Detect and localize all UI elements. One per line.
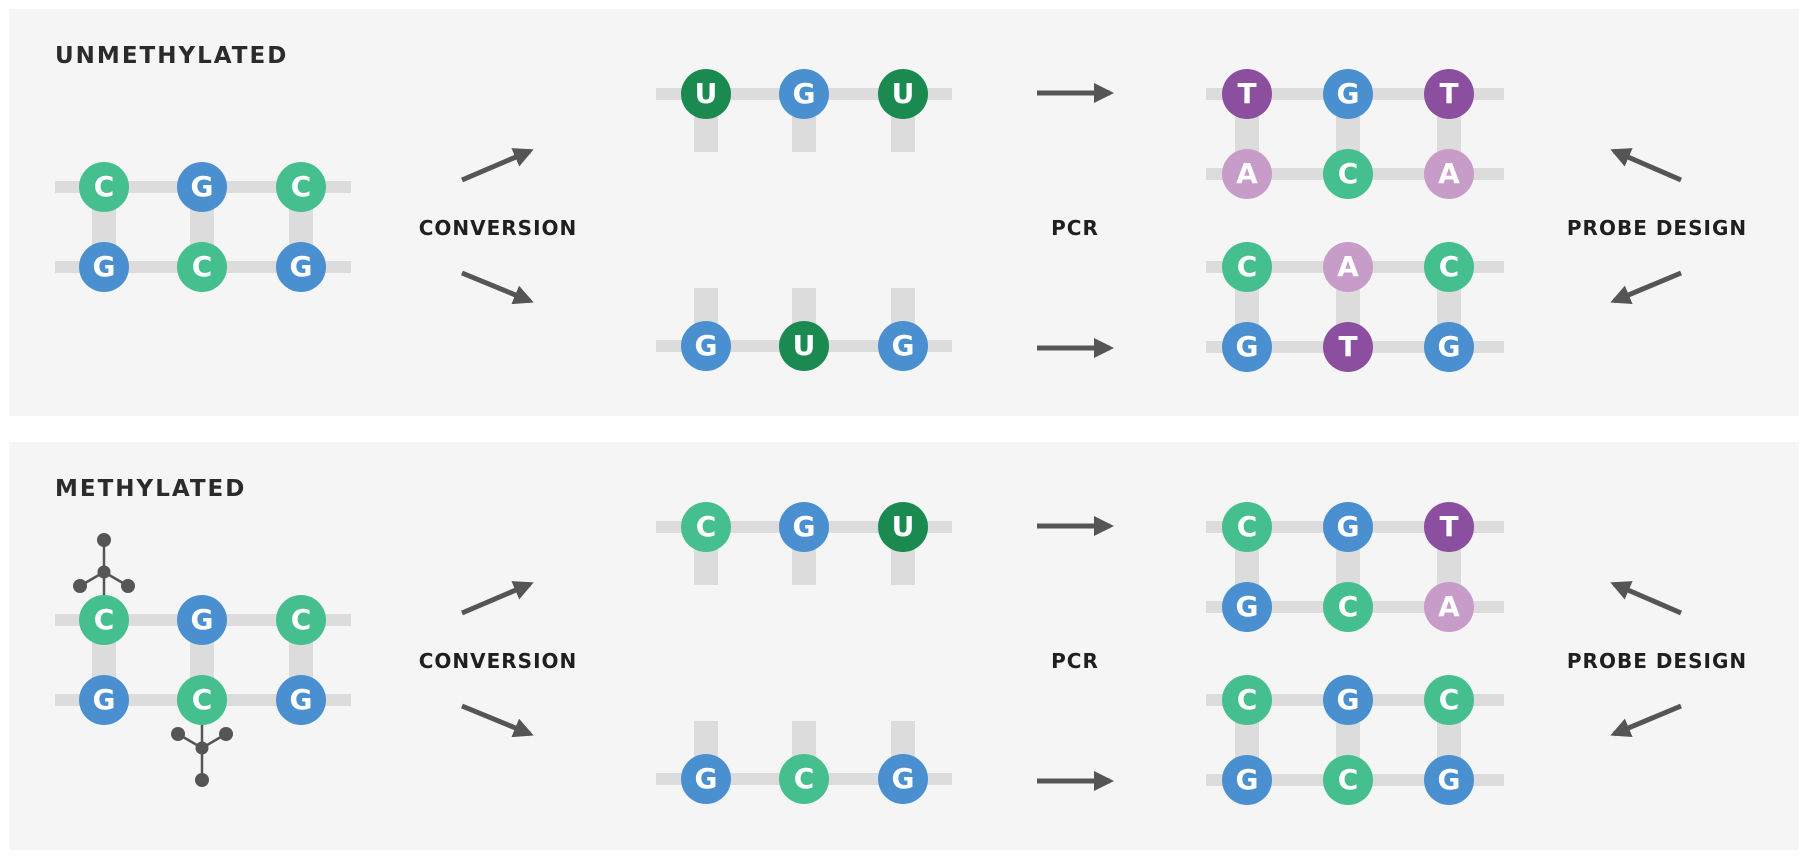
base-c-node: C: [177, 675, 227, 725]
base-c-node: C: [1222, 242, 1272, 292]
base-g-node: G: [177, 162, 227, 212]
base-g-node: G: [878, 321, 928, 371]
base-g-node: G: [1323, 502, 1373, 552]
base-u-node: U: [681, 69, 731, 119]
base-c-node: C: [276, 595, 326, 645]
base-c-node: C: [1222, 675, 1272, 725]
base-a-node: A: [1222, 149, 1272, 199]
base-g-node: G: [1424, 322, 1474, 372]
methyl-group-icon: [171, 725, 233, 787]
base-g-node: G: [1424, 755, 1474, 805]
base-g-node: G: [79, 675, 129, 725]
base-g-node: G: [681, 321, 731, 371]
base-g-node: G: [878, 754, 928, 804]
arrow: [461, 270, 534, 305]
base-g-node: G: [79, 242, 129, 292]
arrow: [461, 703, 534, 738]
panel-title: METHYLATED: [55, 476, 247, 502]
base-c-node: C: [1424, 242, 1474, 292]
base-g-node: G: [1222, 755, 1272, 805]
base-g-node: G: [1222, 322, 1272, 372]
probe-design-label: PROBE DESIGN: [1566, 649, 1748, 673]
base-c-node: C: [681, 502, 731, 552]
base-g-node: G: [276, 242, 326, 292]
base-c-node: C: [779, 754, 829, 804]
base-g-node: G: [177, 595, 227, 645]
base-c-node: C: [276, 162, 326, 212]
arrow: [1610, 581, 1682, 616]
base-c-node: C: [1323, 755, 1373, 805]
base-c-node: C: [177, 242, 227, 292]
probe-design-label: PROBE DESIGN: [1566, 216, 1748, 240]
conversion-label: CONVERSION: [418, 649, 578, 673]
base-c-node: C: [1222, 502, 1272, 552]
base-c-node: C: [1424, 675, 1474, 725]
base-g-node: G: [276, 675, 326, 725]
base-c-node: C: [1323, 582, 1373, 632]
base-a-node: A: [1424, 149, 1474, 199]
base-u-node: U: [779, 321, 829, 371]
base-t-node: T: [1424, 69, 1474, 119]
conversion-label: CONVERSION: [418, 216, 578, 240]
base-t-node: T: [1424, 502, 1474, 552]
base-g-node: G: [681, 754, 731, 804]
base-g-node: G: [1323, 69, 1373, 119]
base-c-node: C: [79, 595, 129, 645]
arrow: [1610, 148, 1682, 183]
base-t-node: T: [1323, 322, 1373, 372]
panel-title: UNMETHYLATED: [55, 43, 289, 69]
arrow: [1610, 270, 1682, 305]
pcr-label: PCR: [1051, 649, 1099, 673]
base-u-node: U: [878, 502, 928, 552]
base-a-node: A: [1424, 582, 1474, 632]
base-a-node: A: [1323, 242, 1373, 292]
base-c-node: C: [79, 162, 129, 212]
base-g-node: G: [779, 69, 829, 119]
pcr-label: PCR: [1051, 216, 1099, 240]
arrow: [1610, 703, 1682, 738]
base-c-node: C: [1323, 149, 1373, 199]
base-u-node: U: [878, 69, 928, 119]
arrow: [461, 148, 534, 183]
base-t-node: T: [1222, 69, 1272, 119]
methyl-group-icon: [73, 533, 135, 595]
base-g-node: G: [1323, 675, 1373, 725]
arrow: [461, 581, 534, 616]
base-g-node: G: [1222, 582, 1272, 632]
base-g-node: G: [779, 502, 829, 552]
